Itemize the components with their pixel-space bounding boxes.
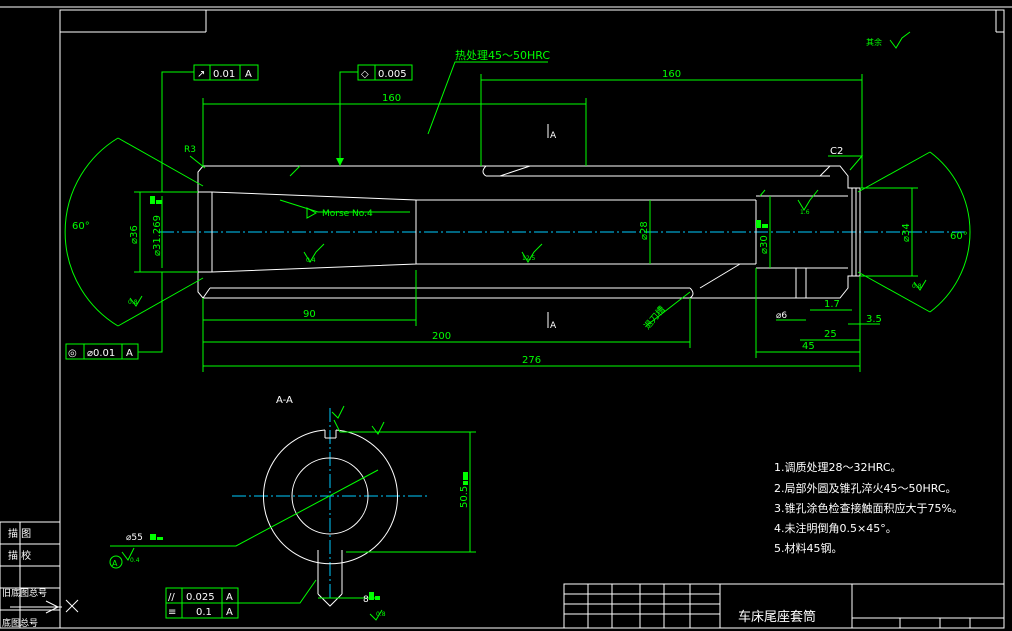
part-name: 车床尾座套筒 — [738, 609, 816, 625]
dim-90: 90 — [303, 309, 316, 320]
svg-text:⌀0.01: ⌀0.01 — [87, 348, 115, 359]
dim-1-7: 1.7 — [824, 299, 840, 310]
dim-phi30: ⌀30 — [759, 235, 770, 254]
note-1: 1.调质处理28～32HRC。 — [774, 461, 902, 474]
rough-16: 1.6 — [800, 209, 810, 216]
dimension-lines: 160 160 热处理45～50HRC 90 200 276 45 25 3.5 — [64, 31, 971, 372]
dim-phi55: ⌀55 — [126, 533, 143, 543]
dim-50-5: 50.5 — [459, 486, 470, 508]
section-mark-bottom: A — [550, 321, 557, 331]
note-5: 5.材料45钢。 — [774, 541, 843, 555]
rough-08-section: 0.8 — [376, 611, 386, 618]
left-label-1: 描 校 — [8, 549, 31, 562]
heat-treat-label: 热处理45～50HRC — [455, 49, 550, 62]
dim-8: 8 — [363, 595, 369, 605]
dim-200: 200 — [432, 331, 451, 342]
datum-a: A — [112, 559, 118, 568]
note-2: 2.局部外圆及锥孔淬火45～50HRC。 — [774, 481, 957, 495]
section-mark-top: A — [550, 131, 557, 141]
gdt-symmetry: ≡ 0.1 A — [165, 579, 317, 619]
svg-text:A: A — [126, 348, 133, 359]
dim-top-left-160: 160 — [382, 93, 401, 104]
svg-text:0.025: 0.025 — [186, 592, 215, 603]
svg-text:A: A — [226, 592, 233, 603]
gdt-parallel: // 0.025 A — [165, 587, 239, 604]
dim-phi28: ⌀28 — [639, 221, 650, 240]
svg-text:◎: ◎ — [68, 348, 77, 359]
rough-08-left: 0.8 — [128, 299, 138, 306]
gdt-runout-top: ↗ 0.01 A — [161, 64, 259, 192]
dim-45: 45 — [802, 341, 815, 352]
angle-right: 60° — [950, 231, 968, 242]
left-label-2: 旧底图总号 — [2, 587, 47, 599]
dim-phi6: ⌀6 — [776, 311, 787, 321]
technical-notes: 1.调质处理28～32HRC。 2.局部外圆及锥孔淬火45～50HRC。 3.锥… — [774, 461, 963, 555]
morse-label: Morse No.4 — [322, 209, 373, 219]
svg-text:↗: ↗ — [197, 69, 205, 80]
svg-text:0.1: 0.1 — [196, 607, 212, 618]
roughness-rest-label: 其余 — [866, 37, 882, 47]
svg-text:0.005: 0.005 — [378, 69, 407, 80]
ucs-icon — [10, 599, 79, 614]
chamfer-c2: C2 — [830, 146, 843, 157]
title-block: 车床尾座套筒 — [563, 583, 1005, 629]
left-title-columns: 描 图 描 校 旧底图总号 底图总号 — [0, 521, 61, 629]
svg-text:◇: ◇ — [361, 69, 369, 80]
svg-text:0.01: 0.01 — [213, 69, 235, 80]
rough-125: 12.5 — [522, 255, 536, 262]
dim-phi36: ⌀36 — [129, 225, 140, 244]
sleeve-outline — [197, 165, 861, 299]
gdt-coax-left: ◎ ⌀0.01 A — [65, 272, 163, 360]
dim-phi34: ⌀34 — [901, 223, 912, 242]
dim-3-5: 3.5 — [866, 314, 882, 325]
svg-text:≡: ≡ — [168, 607, 176, 618]
section-view: A-A 50.5 ⌀55 A 0.4 8 0.8 — [109, 395, 476, 621]
dim-top-right-160: 160 — [662, 69, 681, 80]
svg-text://: // — [168, 592, 175, 603]
rough-04-section: 0.4 — [130, 557, 140, 564]
dim-25: 25 — [824, 329, 837, 340]
dim-phi31-269: ⌀31.269 — [152, 215, 163, 256]
tool-undercut-label: 退刀槽 — [641, 304, 668, 332]
r3-label: R3 — [184, 145, 196, 155]
left-label-3: 底图总号 — [2, 617, 38, 629]
note-3: 3.锥孔涂色检查接触面积应大于75%。 — [774, 501, 963, 515]
section-label: A-A — [276, 395, 293, 406]
left-label-0: 描 图 — [8, 527, 31, 540]
dim-276: 276 — [522, 355, 541, 366]
svg-text:A: A — [226, 607, 233, 618]
rough-04-main: 0.4 — [306, 257, 316, 264]
gdt-flatness-top: ◇ 0.005 — [336, 64, 413, 166]
angle-left: 60° — [72, 221, 90, 232]
rough-08-right: 0.8 — [912, 283, 922, 290]
drawing-frame — [0, 6, 1012, 629]
note-4: 4.未注明倒角0.5×45°。 — [774, 521, 897, 535]
svg-text:A: A — [245, 69, 252, 80]
